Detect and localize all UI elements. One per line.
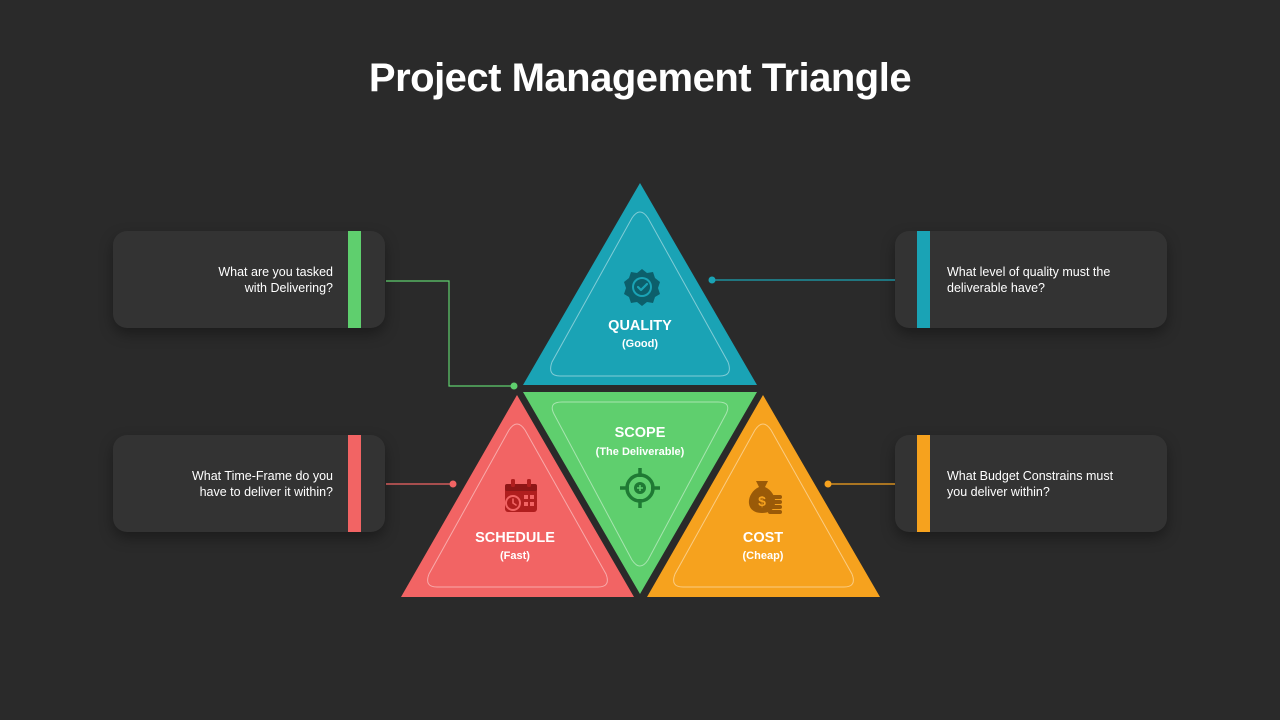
schedule-triangle: SCHEDULE (Fast) (401, 395, 634, 597)
page-title: Project Management Triangle (368, 56, 912, 100)
scope-triangle: SCOPE (The Deliverable) (523, 392, 757, 594)
scope-connector-dot (510, 382, 518, 390)
scope-color-bar (348, 231, 361, 328)
cost-connector-dot (824, 480, 832, 488)
target-icon (620, 468, 660, 508)
cost-question-card: What Budget Constrains must you deliver … (895, 435, 1167, 532)
quality-badge-icon (624, 269, 660, 306)
cost-sublabel: (Cheap) (743, 550, 784, 562)
quality-triangle: QUALITY (Good) (523, 183, 757, 385)
quality-question-text: What level of quality must the deliverab… (947, 264, 1111, 295)
connectors (386, 276, 895, 488)
scope-connector (386, 280, 514, 387)
cost-question-text: What Budget Constrains must you deliver … (947, 468, 1114, 499)
schedule-label: SCHEDULE (475, 530, 555, 546)
svg-text:$: $ (758, 493, 766, 509)
quality-color-bar (917, 231, 930, 328)
quality-sublabel: (Good) (622, 338, 658, 350)
cost-color-bar (917, 435, 930, 532)
cost-triangle: $ COST (Cheap) (647, 395, 880, 597)
money-bag-icon: $ (748, 481, 782, 514)
calendar-clock-icon (505, 479, 537, 512)
quality-label: QUALITY (608, 318, 672, 334)
scope-sublabel: (The Deliverable) (596, 446, 685, 458)
schedule-question-card: What Time-Frame do you have to deliver i… (113, 435, 385, 532)
schedule-question-text: What Time-Frame do you have to deliver i… (191, 468, 333, 499)
quality-question-card: What level of quality must the deliverab… (895, 231, 1167, 328)
scope-question-card: What are you tasked with Delivering? (113, 231, 385, 328)
cost-triangle-inner-outline (673, 423, 854, 588)
schedule-color-bar (348, 435, 361, 532)
quality-triangle-inner-outline (550, 211, 730, 377)
scope-triangle-inner-outline (551, 401, 729, 567)
schedule-sublabel: (Fast) (500, 550, 530, 562)
scope-label: SCOPE (615, 425, 666, 441)
quality-connector-dot (708, 276, 716, 284)
cost-label: COST (743, 530, 783, 546)
schedule-triangle-inner-outline (427, 423, 608, 588)
scope-question-text: What are you tasked with Delivering? (218, 264, 333, 295)
schedule-connector-dot (449, 480, 457, 488)
